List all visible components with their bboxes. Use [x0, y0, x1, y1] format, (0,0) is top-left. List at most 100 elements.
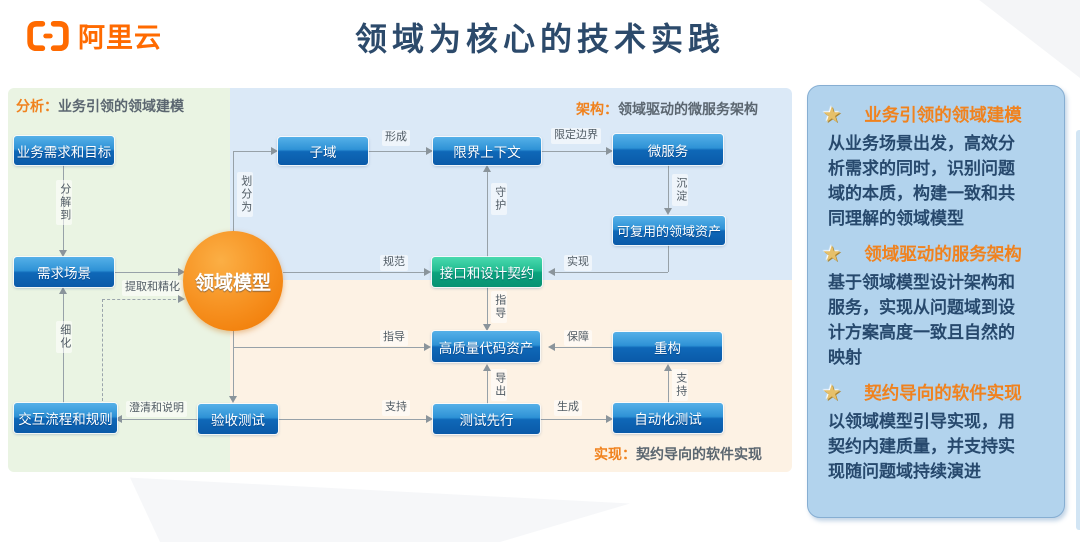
- edge-line: [487, 287, 488, 324]
- panel-item-heading: 领域驱动的服务架构: [822, 241, 1050, 266]
- edge-label-partition: 划分为: [237, 172, 253, 217]
- edge-line: [555, 347, 613, 348]
- arrowhead: [483, 364, 491, 371]
- arrowhead: [483, 324, 491, 331]
- node-automated-test: 自动化测试: [613, 403, 723, 433]
- edge-line: [668, 371, 669, 403]
- section-tag-architecture: 架构：: [576, 101, 618, 117]
- panel-item-heading: 契约导向的软件实现: [822, 380, 1050, 405]
- node-subdomain: 子域: [278, 137, 368, 165]
- section-implementation: [230, 280, 792, 472]
- arrowhead: [548, 268, 555, 276]
- edge-label-guide-down: 指导: [491, 291, 507, 323]
- panel-item-title: 领域驱动的服务架构: [864, 244, 1022, 264]
- edge-line: [540, 419, 606, 420]
- arrowhead: [424, 343, 431, 351]
- edge-line: [283, 272, 424, 273]
- edge-line-dashed: [102, 299, 181, 300]
- edge-label-form: 形成: [382, 130, 410, 146]
- diagram: 分析：业务引领的领域建模 架构：领域驱动的微服务架构 实现：契约导向的软件实现 …: [8, 88, 792, 472]
- section-architecture: [230, 88, 792, 280]
- arrowhead: [424, 268, 431, 276]
- edge-label-export: 导出: [491, 369, 507, 401]
- edge-line: [555, 272, 668, 273]
- panel-item-title: 契约导向的软件实现: [864, 383, 1022, 403]
- panel-item-heading: 业务引领的领域建模: [822, 102, 1050, 127]
- edge-label-bound-scope: 限定边界: [551, 128, 601, 144]
- alibaba-cloud-logo: 阿里云: [26, 16, 162, 55]
- arrowhead: [59, 250, 67, 257]
- arrowhead: [664, 208, 672, 215]
- node-quality-code-assets: 高质量代码资产: [432, 331, 540, 362]
- edge-label-regulate: 规范: [380, 255, 408, 271]
- star-icon: [822, 381, 850, 405]
- section-header-analysis: 分析：业务引领的领域建模: [16, 96, 184, 116]
- edge-label-guide-right: 指导: [380, 330, 408, 346]
- edge-label-guard: 守护: [491, 183, 507, 215]
- panel-item-title: 业务引领的领域建模: [864, 105, 1022, 125]
- node-interface-contract: 接口和设计契约: [432, 257, 542, 287]
- arrowhead: [271, 147, 278, 155]
- edge-label-ensure: 保障: [564, 330, 592, 346]
- node-reusable-domain-assets: 可复用的领域资产: [613, 216, 725, 245]
- section-header-architecture: 架构：领域驱动的微服务架构: [576, 99, 758, 119]
- section-label-analysis: 业务引领的领域建模: [58, 98, 184, 114]
- alibaba-cloud-logo-icon: [27, 20, 69, 51]
- edge-line: [668, 245, 669, 272]
- arrowhead: [606, 415, 613, 423]
- edge-label-decompose: 分解到: [56, 180, 72, 225]
- edge-line: [368, 151, 426, 152]
- edge-line: [233, 329, 234, 396]
- node-requirement-scenarios: 需求场景: [14, 257, 114, 287]
- panel-item-body: 基于领域模型设计架构和 服务，实现从问题域到设 计方案高度一致且自然的 映射: [828, 273, 1015, 367]
- star-icon: [822, 103, 850, 127]
- edge-label-realize: 实现: [564, 255, 592, 271]
- edge-label-refine: 细化: [56, 321, 72, 353]
- logo-text: 阿里云: [78, 23, 162, 53]
- panel-item-body: 从业务场景出发，高效分 析需求的同时，识别问题 域的本质，构建一致和共 同理解的…: [828, 134, 1015, 228]
- node-microservice: 微服务: [613, 134, 723, 165]
- section-tag-analysis: 分析：: [16, 98, 58, 114]
- arrowhead: [178, 268, 185, 276]
- arrowhead: [483, 165, 491, 172]
- edge-line: [122, 419, 198, 420]
- key-points-panel: 业务引领的领域建模 从业务场景出发，高效分 析需求的同时，识别问题 域的本质，构…: [807, 85, 1065, 518]
- arrowhead: [178, 295, 185, 303]
- arrowhead: [59, 287, 67, 294]
- node-bounded-context: 限界上下文: [433, 137, 541, 165]
- node-test-first: 测试先行: [433, 404, 540, 434]
- edge-line-dashed: [102, 299, 103, 406]
- arrowhead: [229, 396, 237, 403]
- edge-line: [487, 371, 488, 404]
- edge-line: [668, 165, 669, 210]
- arrowhead: [426, 147, 433, 155]
- node-domain-model: 领域模型: [183, 231, 283, 331]
- star-icon: [822, 242, 850, 266]
- edge-line: [541, 151, 606, 152]
- panel-item-body: 以领域模型引导实现，用 契约内建质量，并支持实 现随问题域持续演进: [828, 412, 1015, 481]
- edge-label-support-right: 支持: [382, 400, 410, 416]
- section-header-implementation: 实现：契约导向的软件实现: [594, 444, 762, 464]
- decorative-right-strip: [1076, 130, 1080, 530]
- node-refactoring: 重构: [613, 332, 722, 362]
- edge-line: [233, 151, 271, 152]
- decorative-wedge-bottom: [130, 477, 630, 542]
- section-label-implementation: 契约导向的软件实现: [636, 446, 762, 462]
- arrowhead: [115, 415, 122, 423]
- edge-line: [233, 347, 424, 348]
- page-title: 领域为核心的技术实践: [354, 21, 725, 57]
- edge-line: [115, 272, 178, 273]
- node-interaction-rules: 交互流程和规则: [14, 403, 117, 433]
- edge-label-deposit: 沉淀: [672, 174, 688, 206]
- edge-line: [233, 151, 234, 231]
- node-acceptance-test: 验收测试: [198, 404, 278, 434]
- edge-line: [278, 419, 426, 420]
- edge-line: [487, 172, 488, 257]
- edge-label-extract-refine: 提取和精化: [122, 280, 183, 296]
- edge-label-generate: 生成: [554, 400, 582, 416]
- arrowhead: [548, 343, 555, 351]
- arrowhead: [606, 147, 613, 155]
- edge-label-support-up: 支持: [672, 369, 688, 401]
- arrowhead: [426, 415, 433, 423]
- node-business-requirements: 业务需求和目标: [14, 136, 114, 165]
